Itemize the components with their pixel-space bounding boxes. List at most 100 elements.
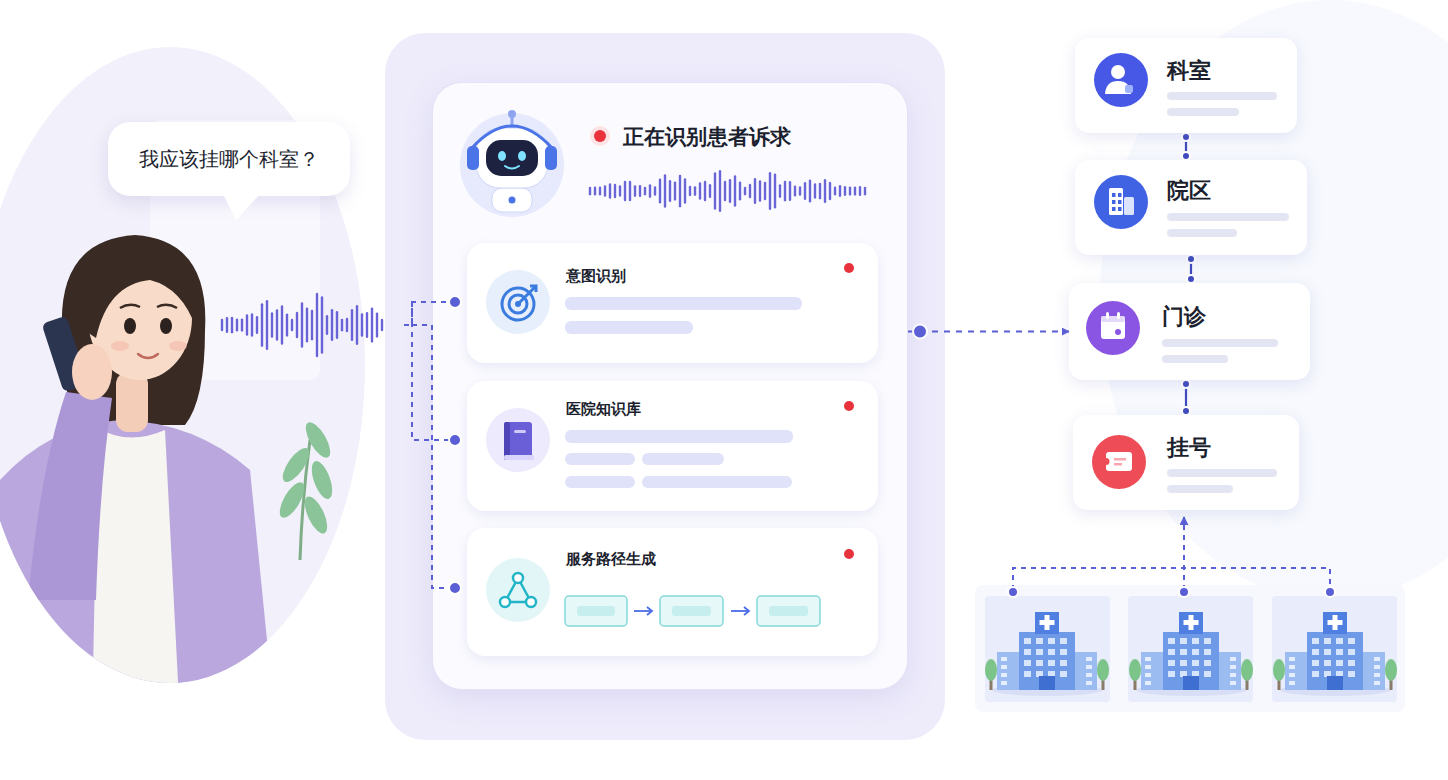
window [1180,660,1187,666]
window [1374,673,1380,677]
chip-arrow-head [744,607,749,615]
robot-light [509,197,516,204]
wave-bar [809,181,811,202]
window [1048,660,1055,666]
window [1036,638,1043,644]
arrow-feather [530,286,536,292]
antenna [511,116,514,128]
window [1145,657,1151,661]
window [1001,665,1007,669]
chip-arrow-head [647,607,652,615]
wave-bar [629,182,631,200]
wave-bar [799,188,801,195]
window [1001,673,1007,677]
step-chip-bar [769,606,808,616]
wave-bar [859,187,861,195]
plant-stem [300,440,310,560]
tree-trunk [1246,676,1249,690]
window [1048,638,1055,644]
step-chip [565,596,627,626]
wave-bar [619,186,621,195]
window [1324,638,1331,644]
wave-bar [246,316,248,335]
face [88,256,192,380]
window [1001,681,1007,685]
wave-bar [674,183,676,200]
window [1204,649,1211,655]
robot-body [492,188,532,212]
wave-bar [849,188,851,195]
process-card: 医院知识库 [467,381,878,511]
window [1312,660,1319,666]
tree [1385,659,1397,681]
smile [138,354,158,358]
wave-bar [381,320,383,330]
feed-line [412,325,450,588]
antenna-tip [508,110,516,118]
wave-bar [231,318,233,332]
tree-trunk [1390,676,1393,690]
cardigan [0,420,275,720]
hand [72,344,112,400]
ticket-icon [1092,435,1146,489]
feed-dot [1325,587,1335,597]
wave-bar [386,319,388,332]
wave-bar [256,317,258,333]
wave-bar [719,171,721,211]
wave-bar [684,180,686,203]
target-icon [502,286,536,320]
brow [157,305,177,308]
hospital-building [1272,596,1397,702]
tree [1129,659,1141,681]
wave-bar [679,176,681,206]
wave-bar [634,186,636,195]
wave-bar [819,184,821,198]
wave-bar [844,187,846,195]
step-box: 门诊 [1069,283,1310,380]
wave-bar [669,181,671,201]
window [1374,681,1380,685]
avatar-ground [460,113,564,217]
tree-trunk [1134,676,1137,690]
window [1180,671,1187,677]
wave-bar [769,173,771,209]
robot-eye [498,151,506,161]
ring [509,295,527,313]
wave-bar [296,313,298,337]
hospital-group [975,585,1405,712]
wave-bar [759,182,761,201]
wave-bar [804,183,806,198]
window [1230,673,1236,677]
icon-disc [1086,301,1140,355]
wave-bar [604,187,606,196]
chip-arrow [731,610,749,612]
window [1048,671,1055,677]
window [1036,649,1043,655]
outer-frame [385,33,945,740]
assistant-waveform [590,171,865,211]
window [1180,649,1187,655]
window [1312,638,1319,644]
feed-arrow [1183,517,1185,590]
window [1168,660,1175,666]
window [1118,200,1122,204]
tree-trunk [990,676,993,690]
tree [1241,659,1253,681]
feed-line [404,302,450,325]
wing [997,652,1019,690]
window [1204,660,1211,666]
connector [1185,380,1187,415]
wave-bar [361,314,363,335]
assistant-panel: 正在识别患者诉求意图识别医院知识库服务路径生成 [432,82,908,690]
window [1336,638,1343,644]
wave-bar [754,179,756,202]
book-cover [504,422,532,460]
arm [28,392,112,600]
window [1145,665,1151,669]
window [1348,660,1355,666]
calendar-band [1101,316,1125,322]
window [1336,649,1343,655]
calendar-pin [1117,312,1120,319]
step-chip-bar [672,606,711,616]
wave-bar [854,188,856,195]
